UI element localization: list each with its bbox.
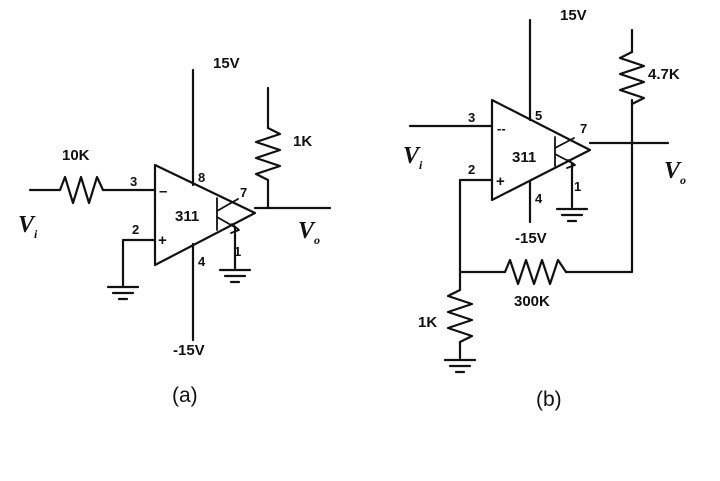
a-resistor-10k-label: 10K (62, 147, 90, 164)
a-vout-subscript: o (314, 233, 320, 247)
a-pin-8-label: 8 (198, 170, 205, 185)
b-resistor-1k-label: 1K (418, 314, 437, 331)
a-caption: (a) (172, 384, 198, 407)
circuit-a: 15V -15V 10K 1K 311 3 2 8 4 7 1 – + Vi V… (18, 55, 332, 407)
b-vin-subscript: i (419, 158, 423, 172)
b-resistor-4-7k (618, 50, 646, 106)
b-vout-label: V (664, 158, 682, 184)
a-supply-neg-label: -15V (173, 342, 205, 359)
b-resistor-300k (503, 258, 568, 286)
a-pin-2-label: 2 (132, 222, 139, 237)
b-pin-1-label: 1 (574, 179, 581, 194)
a-vout-label: V (298, 218, 316, 244)
a-ground-icon-right (218, 268, 252, 284)
b-caption: (b) (536, 388, 562, 411)
a-output-transistor-icon (216, 197, 240, 234)
a-plus-sign: + (158, 232, 167, 249)
b-vout-subscript: o (680, 173, 686, 187)
a-resistor-10k (58, 175, 105, 205)
a-pin-1-label: 1 (234, 244, 241, 259)
b-resistor-300k-label: 300K (514, 293, 550, 310)
b-pin-5-label: 5 (535, 108, 542, 123)
b-pin-4-label: 4 (535, 191, 543, 206)
b-resistor-4-7k-label: 4.7K (648, 66, 680, 83)
b-vout-symbol: Vo (664, 158, 686, 187)
b-output-transistor-icon (554, 136, 576, 169)
a-pin-3-label: 3 (130, 174, 137, 189)
b-feedback-right-wire (564, 98, 634, 274)
a-chip-label: 311 (175, 208, 199, 225)
a-resistor-1k-label: 1K (293, 133, 312, 150)
a-vin-label: V (18, 212, 36, 238)
b-supply-neg-label: -15V (515, 230, 547, 247)
a-pin-7-label: 7 (240, 185, 247, 200)
a-vout-symbol: Vo (298, 218, 320, 247)
a-supply-pos-label: 15V (213, 55, 240, 72)
b-pin-2-label: 2 (468, 162, 475, 177)
a-noninv-wire (121, 238, 157, 287)
b-comparator-triangle (490, 98, 592, 202)
a-vin-subscript: i (34, 227, 38, 241)
b-supply-pos-label: 15V (560, 7, 587, 24)
b-pin-7-label: 7 (580, 121, 587, 136)
b-vin-label: V (403, 143, 421, 169)
b-noninv-wire (458, 178, 494, 274)
b-resistor-1k (446, 288, 474, 344)
a-resistor-1k (254, 126, 282, 182)
b-minus-sign: -- (497, 121, 506, 136)
a-minus-sign: – (159, 183, 167, 200)
b-chip-label: 311 (512, 149, 536, 166)
b-pin-3-label: 3 (468, 110, 475, 125)
b-ground-icon-bottom (443, 358, 477, 374)
b-ground-icon-right (555, 207, 589, 223)
a-ground-icon-left (106, 285, 140, 301)
b-vin-symbol: Vi (403, 143, 423, 172)
circuit-b: 15V -15V 4.7K 300K 1K 311 3 2 5 4 7 1 --… (403, 7, 686, 411)
a-vin-symbol: Vi (18, 212, 38, 241)
b-plus-sign: + (496, 173, 505, 190)
a-pin-4-label: 4 (198, 254, 206, 269)
a-comparator-triangle (153, 163, 257, 267)
